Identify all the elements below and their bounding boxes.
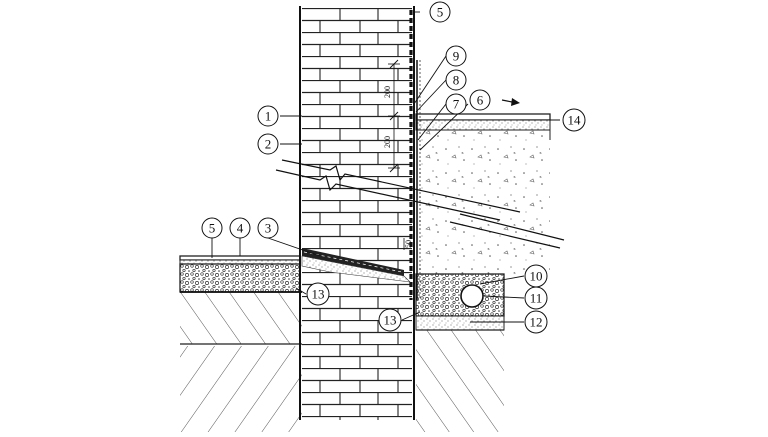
right-natural-soil xyxy=(416,330,504,432)
svg-text:13: 13 xyxy=(312,287,325,302)
slope-arrow xyxy=(501,98,520,106)
svg-text:1: 1 xyxy=(265,109,272,124)
svg-text:3: 3 xyxy=(265,221,272,236)
right-ground xyxy=(415,113,551,432)
callout-4: 4 xyxy=(229,217,251,239)
drain-pipe xyxy=(460,284,484,308)
wall-masonry xyxy=(302,8,412,420)
callout-1: 1 xyxy=(257,105,279,127)
svg-text:10: 10 xyxy=(530,269,543,284)
svg-text:12: 12 xyxy=(530,315,543,330)
svg-text:13: 13 xyxy=(384,313,397,328)
dimensions: 200 200 50 xyxy=(383,59,413,250)
left-compacted-soil xyxy=(180,292,302,344)
callout-12: 12 xyxy=(524,310,548,334)
left-ground xyxy=(179,255,302,432)
svg-text:7: 7 xyxy=(453,97,460,112)
left-gravel-base xyxy=(179,263,301,293)
dimension-lower: 200 xyxy=(383,136,392,148)
callout-11: 11 xyxy=(524,286,548,310)
svg-text:5: 5 xyxy=(209,221,216,236)
sloped-damp-course xyxy=(301,248,411,283)
callouts: 5 9 8 7 6 14 1 2 xyxy=(201,1,586,334)
left-paving-top xyxy=(179,255,301,261)
drain-sand-layer xyxy=(415,315,505,331)
break-lines xyxy=(275,159,565,249)
svg-text:8: 8 xyxy=(453,73,460,88)
svg-text:2: 2 xyxy=(265,137,272,152)
right-paving-bedding xyxy=(415,119,551,131)
svg-text:11: 11 xyxy=(530,291,543,306)
svg-text:9: 9 xyxy=(453,49,460,64)
callout-6: 6 xyxy=(469,89,491,111)
dimension-small: 50 xyxy=(404,240,413,248)
callout-14: 14 xyxy=(562,108,586,132)
callout-7: 7 xyxy=(445,93,467,115)
callout-3: 3 xyxy=(257,217,279,239)
callout-13-right: 13 xyxy=(378,308,402,332)
callout-8: 8 xyxy=(445,69,467,91)
callout-2: 2 xyxy=(257,133,279,155)
dimension-upper: 200 xyxy=(383,86,392,98)
brick-wall xyxy=(299,6,421,420)
svg-text:4: 4 xyxy=(237,221,244,236)
leader-lines xyxy=(211,11,560,323)
callout-5-top: 5 xyxy=(429,1,451,23)
callout-10: 10 xyxy=(524,264,548,288)
callout-13-left: 13 xyxy=(306,282,330,306)
callout-9: 9 xyxy=(445,45,467,67)
drain-gravel-bed xyxy=(415,273,505,317)
svg-text:5: 5 xyxy=(437,5,444,20)
svg-text:6: 6 xyxy=(477,93,484,108)
left-natural-soil xyxy=(180,346,302,432)
callout-5-left: 5 xyxy=(201,217,223,239)
right-backfill xyxy=(416,130,550,274)
svg-text:14: 14 xyxy=(568,113,582,128)
